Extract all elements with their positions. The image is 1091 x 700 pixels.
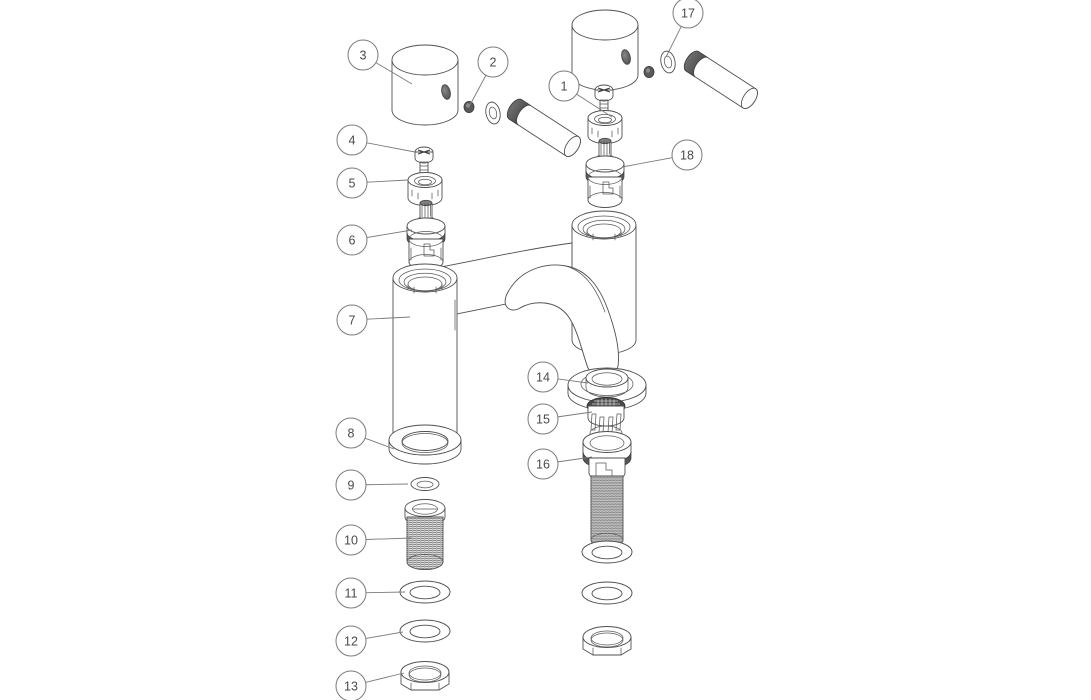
callout-1[interactable]: 1 [548, 70, 613, 118]
part-9-o-ring-left [410, 477, 440, 491]
callout-leader-5 [366, 179, 409, 183]
part-6-ceramic-cartridge-left [406, 199, 446, 270]
part-12-metal-washer-left [399, 619, 451, 643]
callout-9[interactable]: 9 [335, 469, 409, 501]
callout-4[interactable]: 4 [336, 124, 416, 156]
callout-number-9: 9 [348, 479, 355, 493]
callout-number-2: 2 [490, 56, 497, 70]
callout-14[interactable]: 14 [527, 361, 589, 393]
callout-leader-8 [364, 437, 395, 450]
callout-18[interactable]: 18 [621, 139, 703, 171]
callout-2[interactable]: 2 [469, 46, 509, 106]
callout-8[interactable]: 8 [335, 417, 395, 450]
grub-screw-ball-right [643, 66, 655, 79]
callout-6[interactable]: 6 [336, 224, 413, 256]
callout-number-13: 13 [344, 680, 358, 694]
callout-bubble-1[interactable] [548, 70, 580, 102]
callout-number-11: 11 [345, 587, 358, 601]
callout-7[interactable]: 7 [336, 304, 411, 336]
part-3-handle-cap-left [391, 44, 459, 126]
part-10-threaded-shank-left [404, 499, 446, 571]
callout-3[interactable]: 3 [347, 39, 413, 85]
callout-17[interactable]: 17 [665, 0, 704, 58]
callout-leader-6 [366, 229, 413, 238]
flat-washer-right-2 [581, 581, 633, 605]
callout-10[interactable]: 10 [335, 524, 413, 556]
flat-washer-right-1 [581, 540, 633, 564]
callout-leader-11 [365, 591, 406, 594]
callout-15[interactable]: 15 [527, 403, 593, 435]
part-18-ceramic-cartridge-right [585, 137, 625, 208]
callout-number-1: 1 [561, 80, 568, 94]
callout-bubble-7[interactable] [336, 304, 368, 336]
adaptor-collar-right [587, 110, 623, 144]
callout-number-17: 17 [681, 7, 695, 21]
callout-bubble-13[interactable] [335, 670, 367, 700]
callout-leader-17 [665, 26, 682, 58]
callout-leader-2 [469, 75, 487, 106]
callout-bubble-10[interactable] [335, 524, 367, 556]
callout-bubble-15[interactable] [527, 403, 559, 435]
callout-leader-18 [621, 157, 673, 168]
part-8-rubber-washer-left [388, 424, 462, 465]
handle-lever-right [683, 50, 758, 110]
o-ring-left-handle [485, 101, 501, 125]
callout-bubble-12[interactable] [335, 625, 367, 657]
back-nut-right [582, 626, 632, 656]
callout-leader-1 [576, 93, 613, 118]
part-5-adaptor-collar-left [407, 172, 443, 206]
callout-16[interactable]: 16 [527, 448, 593, 480]
callout-number-6: 6 [349, 234, 356, 248]
callout-leader-3 [375, 62, 413, 85]
callout-number-18: 18 [680, 149, 694, 163]
part-17-o-ring-right [660, 50, 676, 74]
callout-12[interactable]: 12 [335, 625, 404, 657]
callout-bubble-8[interactable] [335, 417, 367, 449]
callout-number-8: 8 [348, 427, 355, 441]
part-13-back-nut-left [400, 661, 450, 691]
part-16-threaded-shank-right [582, 431, 632, 548]
callout-leader-14 [557, 378, 589, 384]
callout-bubble-6[interactable] [336, 224, 368, 256]
callout-number-3: 3 [360, 49, 367, 63]
callout-bubble-17[interactable] [672, 0, 704, 29]
callout-number-5: 5 [349, 177, 356, 191]
callout-number-15: 15 [536, 413, 550, 427]
callout-bubble-14[interactable] [527, 361, 559, 393]
callout-leader-13 [365, 672, 405, 683]
callout-number-14: 14 [536, 371, 550, 385]
part-11-flat-washer-left [399, 580, 451, 604]
part-1-handle-lever-left [506, 98, 581, 158]
handle-cap-right [571, 9, 639, 91]
callout-13[interactable]: 13 [335, 670, 405, 700]
part-2-grub-screw-ball-left [463, 101, 475, 114]
callout-bubble-5[interactable] [336, 167, 368, 199]
callout-number-4: 4 [349, 134, 356, 148]
callout-leader-10 [365, 537, 413, 540]
callout-number-7: 7 [349, 314, 356, 328]
callout-bubble-3[interactable] [347, 39, 379, 71]
callout-bubble-4[interactable] [336, 124, 368, 156]
part-7-tap-body [392, 210, 637, 465]
callout-5[interactable]: 5 [336, 167, 409, 199]
callout-bubble-2[interactable] [477, 46, 509, 78]
callout-leader-15 [557, 411, 593, 418]
callout-leader-9 [365, 483, 409, 486]
part-15-aerator-insert [586, 397, 626, 441]
callout-leader-12 [365, 631, 404, 639]
callout-leader-16 [557, 456, 593, 463]
callout-bubble-11[interactable] [335, 577, 367, 609]
callout-number-10: 10 [344, 534, 358, 548]
callout-bubble-16[interactable] [527, 448, 559, 480]
callout-bubble-9[interactable] [335, 469, 367, 501]
callout-11[interactable]: 11 [335, 577, 406, 609]
callout-bubble-18[interactable] [671, 139, 703, 171]
callout-number-12: 12 [344, 635, 358, 649]
callout-leader-4 [366, 142, 416, 153]
callout-leader-7 [366, 316, 411, 320]
callout-number-16: 16 [536, 458, 550, 472]
